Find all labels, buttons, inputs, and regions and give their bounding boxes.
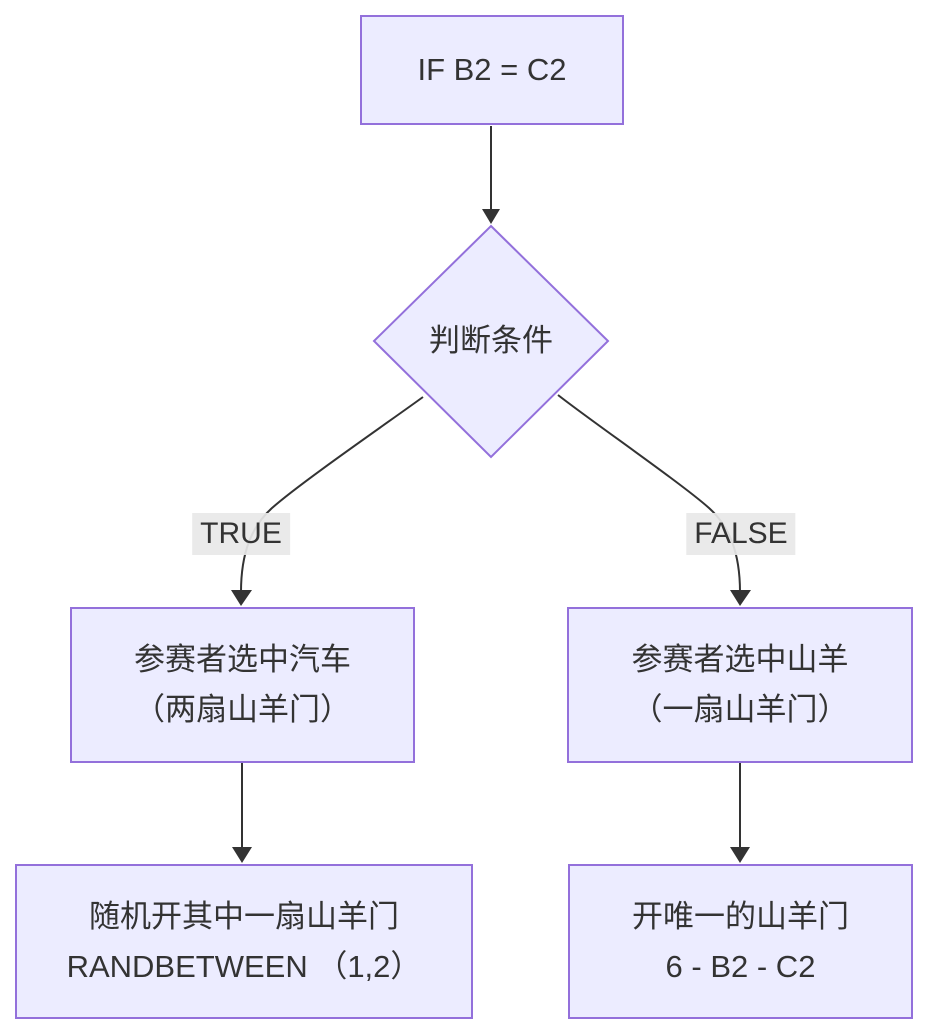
- edge-true-branch: [240, 396, 424, 593]
- node-chose-goat-line1: 参赛者选中山羊: [631, 642, 849, 677]
- node-chose-car: 参赛者选中汽车 （两扇山羊门）: [70, 607, 415, 763]
- node-chose-car-line2: （两扇山羊门）: [134, 692, 351, 727]
- arrowhead-open-only-icon: [730, 847, 750, 863]
- edge-label-true: TRUE: [192, 513, 290, 555]
- node-chose-goat-line2: （一扇山羊门）: [631, 692, 849, 727]
- node-start: IF B2 = C2: [360, 15, 624, 125]
- arrowhead-true-icon: [231, 590, 252, 606]
- arrowhead-open-random-icon: [232, 847, 252, 863]
- edge-false-branch: [557, 394, 741, 593]
- edge-label-false: FALSE: [686, 513, 796, 555]
- node-open-only: 开唯一的山羊门 6 - B2 - C2: [568, 864, 913, 1019]
- node-decision-label: 判断条件: [429, 323, 553, 358]
- node-open-only-line1: 开唯一的山羊门: [632, 898, 849, 934]
- node-chose-goat: 参赛者选中山羊 （一扇山羊门）: [567, 607, 913, 763]
- node-open-only-line2: 6 - B2 - C2: [665, 948, 816, 984]
- node-open-random-line1: 随机开其中一扇山羊门: [89, 898, 399, 934]
- decision-diamond-shape: [372, 224, 610, 459]
- arrowhead-false-icon: [730, 590, 751, 606]
- node-chose-car-line1: 参赛者选中汽车: [134, 642, 351, 677]
- node-open-random: 随机开其中一扇山羊门 RANDBETWEEN （1,2）: [15, 864, 473, 1019]
- arrowhead-decision-icon: [482, 209, 500, 224]
- node-open-random-line2: RANDBETWEEN （1,2）: [66, 948, 422, 984]
- node-start-label: IF B2 = C2: [417, 52, 567, 87]
